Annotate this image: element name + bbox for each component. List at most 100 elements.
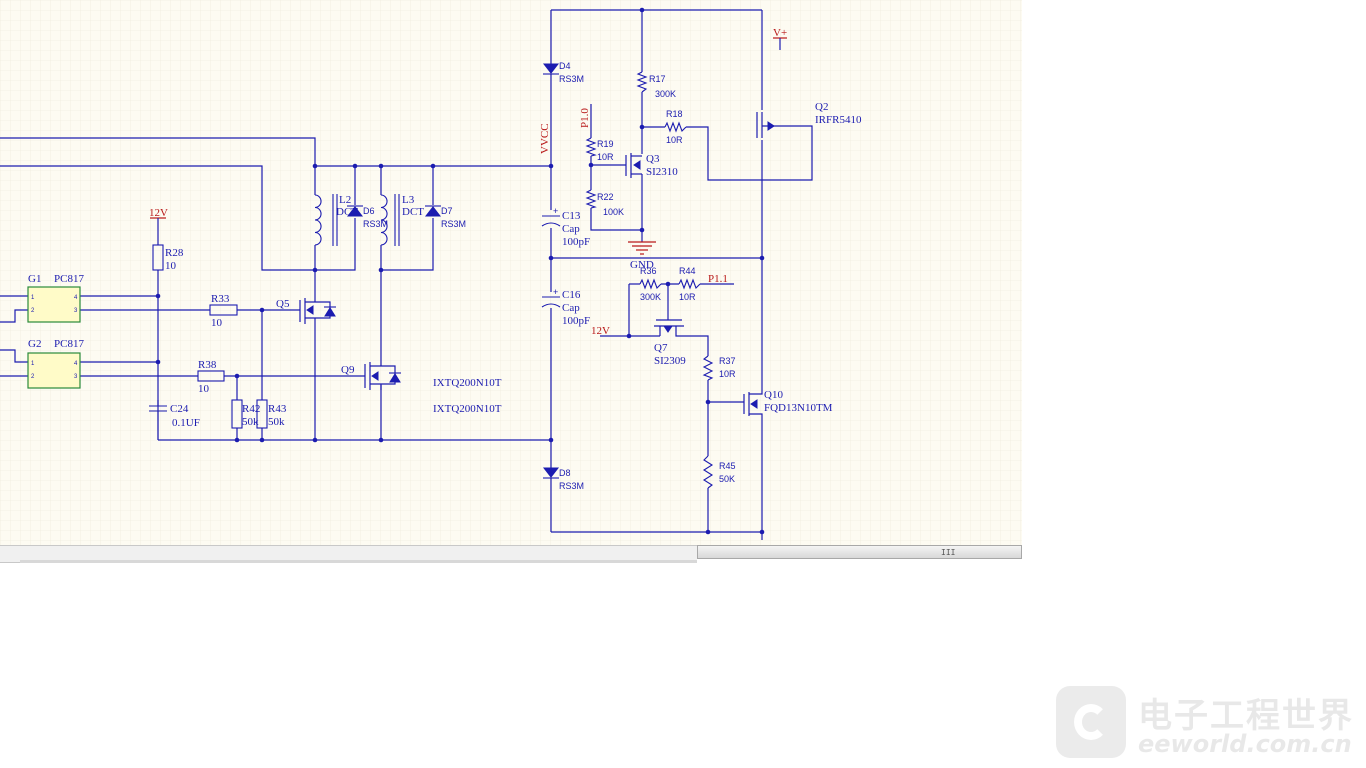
d6-value: RS3M [363, 219, 388, 229]
r45-value: 50K [719, 474, 735, 484]
c16-value: 100pF [562, 315, 590, 327]
scroll-track-rail [20, 560, 697, 563]
resistor-r33[interactable]: R33 10 [209, 293, 238, 329]
capacitor-c13[interactable]: + C13 Cap 100pF [541, 206, 590, 248]
mosfet-q10[interactable]: Q10 FQD13N10TM [750, 389, 833, 414]
power-12v-left[interactable]: 12V [149, 207, 168, 222]
r19-ref: R19 [597, 139, 614, 149]
wires [0, 9, 813, 540]
q7-ref: Q7 [654, 342, 668, 354]
d6-ref: D6 [363, 206, 375, 216]
q2-ref: Q2 [815, 101, 828, 113]
diode-d6[interactable]: D6 RS3M [346, 205, 388, 229]
mosfet-q2[interactable]: Q2 IRFR5410 [767, 101, 862, 131]
watermark-cn-text: 电子工程世界 [1138, 696, 1354, 736]
r36-value: 300K [640, 292, 661, 302]
r33-value: 10 [211, 317, 223, 329]
g1-pin1: 1 [31, 295, 35, 301]
r38-value: 10 [198, 383, 210, 395]
q3-ref: Q3 [646, 153, 660, 165]
resistor-r22[interactable]: R22 100K [585, 189, 624, 217]
net-p10[interactable]: P1.0 [579, 104, 591, 128]
resistor-r19[interactable]: R19 10R [585, 137, 614, 162]
capacitor-c24[interactable]: C24 0.1UF [149, 403, 200, 440]
r44-value: 10R [679, 292, 696, 302]
horizontal-scrollbar-thumb[interactable]: III [697, 545, 1022, 559]
d8-value: RS3M [559, 481, 584, 491]
c16-type: Cap [562, 302, 580, 314]
resistor-r18[interactable]: R18 10R [664, 109, 687, 145]
vplus-label: V+ [773, 27, 787, 39]
r42-ref: R42 [242, 403, 260, 415]
g1-pin3: 3 [74, 308, 78, 314]
vvcc-label: VVCC [539, 123, 551, 154]
r44-ref: R44 [679, 266, 696, 276]
mosfet-q5[interactable]: Q5 IXTQ200N10T [276, 298, 502, 389]
mosfet-q7[interactable]: Q7 SI2309 [654, 325, 686, 367]
gnd-label: GND [630, 259, 654, 271]
logo-ring-icon [1074, 704, 1108, 740]
c16-plus: + [553, 287, 558, 297]
net-vvcc[interactable]: VVCC [539, 123, 551, 154]
g1-ref: G1 [28, 273, 41, 285]
resistor-r45[interactable]: R45 50K [702, 455, 736, 489]
l3-value: DCT [402, 206, 424, 218]
resistor-r17[interactable]: R17 300K [636, 71, 676, 99]
q2-value: IRFR5410 [815, 114, 862, 126]
l2-ref: L2 [339, 194, 351, 206]
resistor-r44[interactable]: R44 10R [678, 266, 701, 302]
r36-ref: R36 [640, 266, 657, 276]
r37-value: 10R [719, 369, 736, 379]
power-gnd[interactable]: GND [628, 241, 656, 271]
q5-ref: Q5 [276, 298, 290, 310]
mosfet-q3[interactable]: Q3 SI2310 [633, 153, 678, 178]
capacitor-c16[interactable]: + C16 Cap 100pF [541, 287, 590, 327]
optocoupler-g1[interactable]: 1 2 4 3 G1 PC817 [27, 273, 84, 323]
junction-dots [155, 7, 765, 535]
resistor-r42[interactable]: R42 50k [231, 399, 260, 429]
r33-ref: R33 [211, 293, 230, 305]
p10-label: P1.0 [579, 108, 591, 128]
r18-value: 10R [666, 135, 683, 145]
optocoupler-g2[interactable]: 1 2 4 3 G2 PC817 [27, 338, 84, 389]
c13-plus: + [553, 206, 558, 216]
eeworld-watermark: 电子工程世界 eeworld.com.cn [1056, 686, 1361, 760]
schematic-sheet[interactable]: D4 RS3M D6 RS3M D7 RS3M D8 RS3M L2 DCT [0, 0, 1022, 545]
q9-value: IXTQ200N10T [433, 403, 502, 415]
r42-value: 50k [242, 416, 259, 428]
inductor-l2[interactable]: L2 DCT [314, 194, 358, 246]
diode-d8[interactable]: D8 RS3M [542, 467, 584, 491]
d4-value: RS3M [559, 74, 584, 84]
g2-pin4: 4 [74, 361, 78, 367]
r22-value: 100K [603, 207, 624, 217]
power-vplus[interactable]: V+ [773, 27, 787, 50]
q7-value: SI2309 [654, 355, 686, 367]
c16-ref: C16 [562, 289, 581, 301]
r45-ref: R45 [719, 461, 736, 471]
q10-value: FQD13N10TM [764, 402, 833, 414]
resistor-r36[interactable]: R36 300K [639, 266, 662, 302]
diode-d4[interactable]: D4 RS3M [542, 61, 584, 84]
diode-d7[interactable]: D7 RS3M [424, 205, 466, 229]
g1-value: PC817 [54, 273, 84, 285]
resistor-r37[interactable]: R37 10R [702, 355, 736, 381]
mosfet-q9[interactable]: Q9 IXTQ200N10T [341, 364, 502, 415]
r19-value: 10R [597, 152, 614, 162]
q5-body-diode [324, 306, 336, 317]
r43-value: 50k [268, 416, 285, 428]
inductor-l3[interactable]: L3 DCT [380, 194, 424, 246]
g2-pin2: 2 [31, 374, 35, 380]
resistor-r43[interactable]: R43 50k [256, 399, 287, 429]
p11-label: P1.1 [708, 273, 728, 285]
d4-ref: D4 [559, 61, 571, 71]
resistor-r28[interactable]: R28 10 [152, 244, 184, 272]
q10-ref: Q10 [764, 389, 783, 401]
resistor-r38[interactable]: R38 10 [197, 359, 225, 395]
v12-q7-label: 12V [591, 325, 610, 337]
horizontal-scroll-track[interactable] [0, 545, 697, 563]
schematic-canvas[interactable]: D4 RS3M D6 RS3M D7 RS3M D8 RS3M L2 DCT [0, 0, 1022, 545]
r28-value: 10 [165, 260, 177, 272]
power-12v-q7[interactable]: 12V [591, 325, 610, 337]
net-p11[interactable]: P1.1 [708, 273, 728, 285]
r28-ref: R28 [165, 247, 184, 259]
